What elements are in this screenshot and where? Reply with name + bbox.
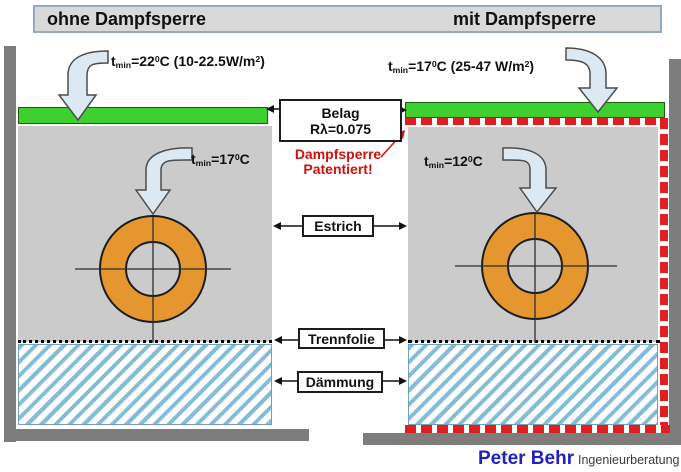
vapor-barrier-top <box>405 118 668 125</box>
header-title-right: mit Dampfsperre <box>453 9 597 29</box>
left-daemmung-layer <box>18 344 272 425</box>
right-floor-slab <box>363 433 681 445</box>
trennfolie-label-box: Trennfolie <box>298 328 385 349</box>
belag-label-line1: Belag <box>321 104 360 121</box>
callout-left-pipe: tmin=170C <box>191 151 250 169</box>
dampfsperre-note: Dampfsperre Patentiert! <box>283 147 393 177</box>
right-daemmung-layer <box>408 344 658 425</box>
dampfsperre-note-line1: Dampfsperre <box>294 146 382 162</box>
callout-right-top: tmin=170C (25-47 W/m2) <box>388 58 535 76</box>
left-floor-slab <box>4 429 309 441</box>
daemmung-label-box: Dämmung <box>297 371 383 393</box>
estrich-label-box: Estrich <box>302 215 374 237</box>
estrich-label: Estrich <box>314 218 362 234</box>
footer-company: Peter Behr <box>478 448 575 469</box>
callout-left-top: tmin=220C (10-22.5W/m2) <box>111 53 265 71</box>
header-bar: ohne Dampfsperre mit Dampfsperre <box>33 5 662 33</box>
header-title-left: ohne Dampfsperre <box>47 9 207 29</box>
belag-label-box: Belag Rλ=0.075 <box>279 99 402 142</box>
right-wall <box>669 59 681 445</box>
right-heating-pipe-bore <box>507 238 563 294</box>
dampfsperre-note-line2: Patentiert! <box>303 161 373 177</box>
left-trennfolie-line <box>18 340 272 343</box>
right-belag-layer <box>405 102 665 118</box>
left-heating-pipe-bore <box>125 241 181 297</box>
left-wall <box>4 46 16 442</box>
belag-label-line2: Rλ=0.075 <box>309 120 372 137</box>
vapor-barrier-right <box>660 118 668 432</box>
right-trennfolie-line <box>408 340 660 343</box>
vapor-barrier-bottom <box>405 425 670 433</box>
callout-right-pipe: tmin=120C <box>424 153 483 171</box>
left-belag-layer <box>18 107 268 124</box>
footer-subtitle: Ingenieurberatung <box>578 453 680 467</box>
trennfolie-label: Trennfolie <box>308 330 375 347</box>
daemmung-label: Dämmung <box>305 374 375 390</box>
